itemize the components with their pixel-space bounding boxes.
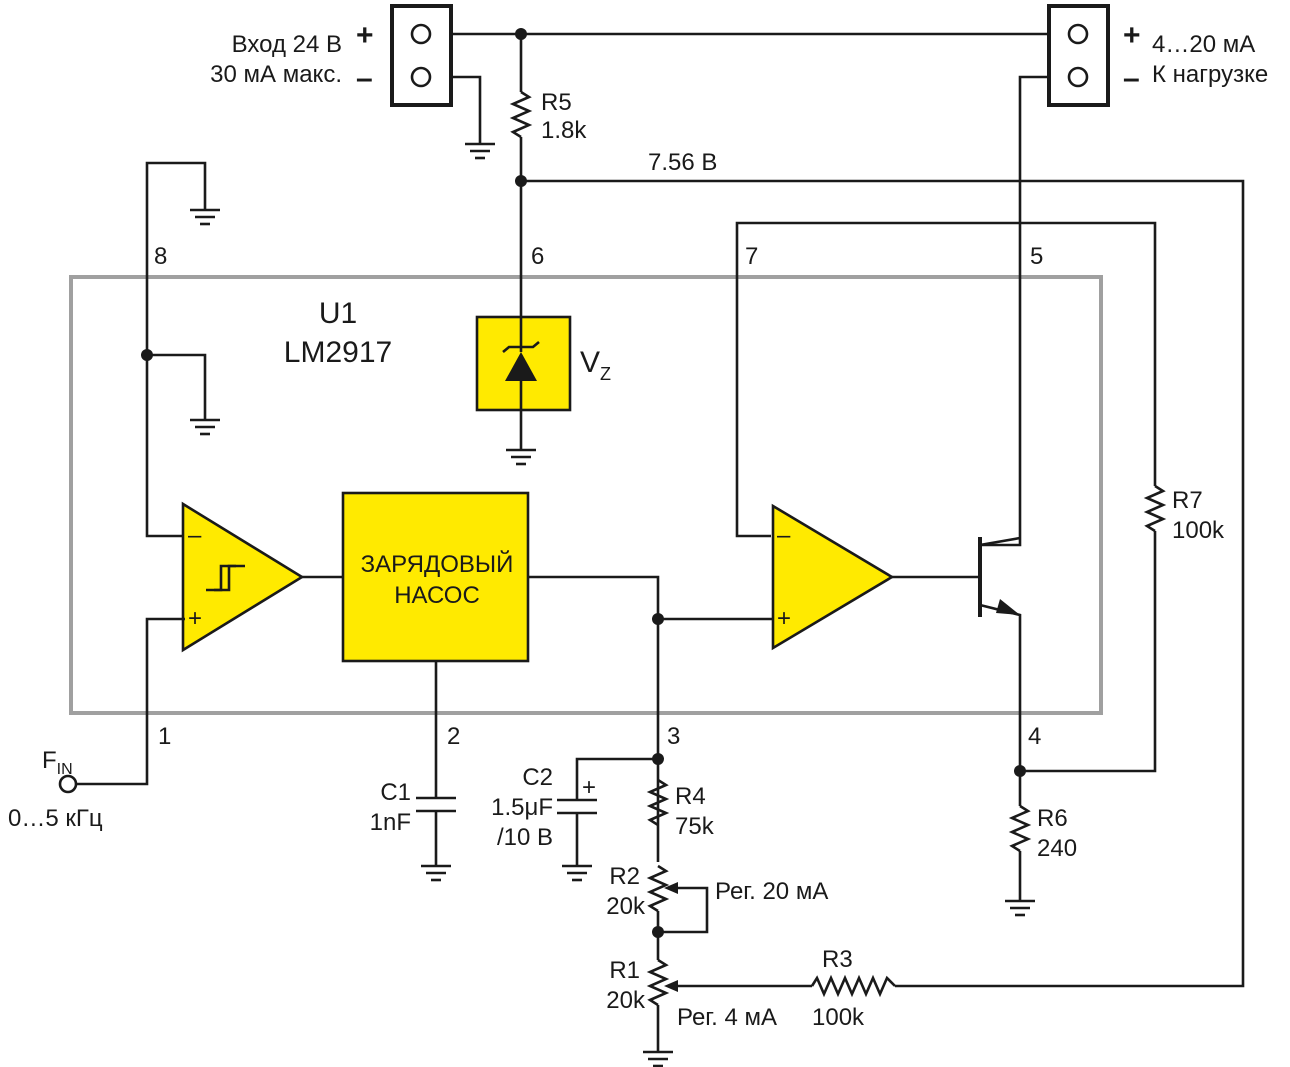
ground-icon — [419, 850, 453, 882]
ic-part: LM2917 — [284, 336, 392, 369]
charge-pump-label-line1: ЗАРЯДОВЫЙ — [361, 550, 514, 578]
r2-ref: R2 — [609, 863, 640, 890]
npn-transistor-icon — [978, 537, 1022, 771]
pin-2-label: 2 — [447, 723, 460, 750]
pin-6-label: 6 — [531, 243, 544, 270]
r2-adjust-label: Рег. 20 мА — [715, 878, 828, 905]
output-terminal-block-icon[interactable] — [1047, 4, 1110, 107]
r1-ref: R1 — [609, 957, 640, 984]
output-plus-sign: + — [1123, 19, 1141, 52]
comparator-plus: + — [188, 605, 202, 632]
zener-diode-icon — [475, 315, 572, 436]
c2-capacitor-icon — [557, 798, 597, 815]
r4-ref: R4 — [675, 783, 706, 810]
voltage-node-label: 7.56 В — [648, 149, 717, 176]
r5-ref: R5 — [541, 89, 572, 116]
c2-plus: + — [582, 774, 596, 801]
opamp-minus: – — [777, 522, 791, 549]
pin-7-label: 7 — [745, 243, 758, 270]
input-plus-sign: + — [356, 19, 374, 52]
r5-resistor-icon — [509, 90, 533, 139]
fin-label: FIN — [42, 747, 73, 778]
ground-icon — [188, 194, 222, 226]
pin-1-label: 1 — [158, 723, 171, 750]
ground-icon — [463, 128, 497, 160]
r3-ref: R3 — [822, 946, 853, 973]
ground-icon — [641, 1036, 675, 1067]
output-label-line2: К нагрузке — [1152, 61, 1268, 88]
pin-4-label: 4 — [1028, 723, 1041, 750]
ground-icon — [188, 404, 222, 436]
input-label-line1: Вход 24 В — [232, 31, 342, 58]
output-minus-sign: – — [1123, 62, 1140, 95]
r2-value: 20k — [606, 893, 646, 920]
r4-resistor-icon — [646, 778, 670, 827]
r3-resistor-icon — [810, 974, 896, 998]
r4-value: 75k — [675, 813, 715, 840]
r1-potentiometer-icon[interactable] — [646, 958, 670, 1007]
ic-ref: U1 — [319, 297, 357, 330]
r3-value: 100k — [812, 1004, 865, 1031]
zener-label: VZ — [580, 346, 611, 384]
ic-outline — [69, 275, 1103, 715]
c1-capacitor-icon — [416, 796, 456, 813]
input-label-line2: 30 мА макс. — [210, 61, 342, 88]
r7-resistor-icon — [1143, 484, 1167, 533]
r6-ref: R6 — [1037, 805, 1068, 832]
r7-ref: R7 — [1172, 487, 1203, 514]
fin-input-terminal[interactable] — [58, 774, 78, 794]
r6-value: 240 — [1037, 835, 1077, 862]
c2-ref: C2 — [522, 764, 553, 791]
opamp-icon — [771, 503, 895, 651]
r6-resistor-icon — [1008, 804, 1032, 853]
c1-ref: C1 — [380, 779, 411, 806]
output-label-line1: 4…20 мА — [1152, 31, 1255, 58]
opamp-plus: + — [777, 605, 791, 632]
r7-value: 100k — [1172, 517, 1225, 544]
pin-3-label: 3 — [667, 723, 680, 750]
c2-voltage: /10 В — [497, 824, 553, 851]
pin-5-label: 5 — [1030, 243, 1043, 270]
ground-icon — [504, 434, 538, 466]
c1-value: 1nF — [370, 809, 411, 836]
r1-value: 20k — [606, 987, 646, 1014]
pin-8-label: 8 — [154, 243, 167, 270]
comparator-minus: – — [188, 522, 202, 549]
junction-dot — [652, 926, 664, 938]
ground-icon — [1003, 885, 1037, 917]
r5-value: 1.8k — [541, 117, 587, 144]
comparator-icon — [181, 501, 305, 653]
fin-range: 0…5 кГц — [8, 805, 103, 832]
r2-potentiometer-icon[interactable] — [646, 864, 670, 913]
charge-pump-label-line2: НАСОС — [394, 582, 480, 609]
ground-icon — [560, 850, 594, 882]
input-minus-sign: – — [356, 62, 373, 95]
input-terminal-block-icon[interactable] — [390, 4, 453, 107]
r1-adjust-label: Рег. 4 мА — [677, 1004, 777, 1031]
c2-value: 1.5μF — [491, 794, 553, 821]
